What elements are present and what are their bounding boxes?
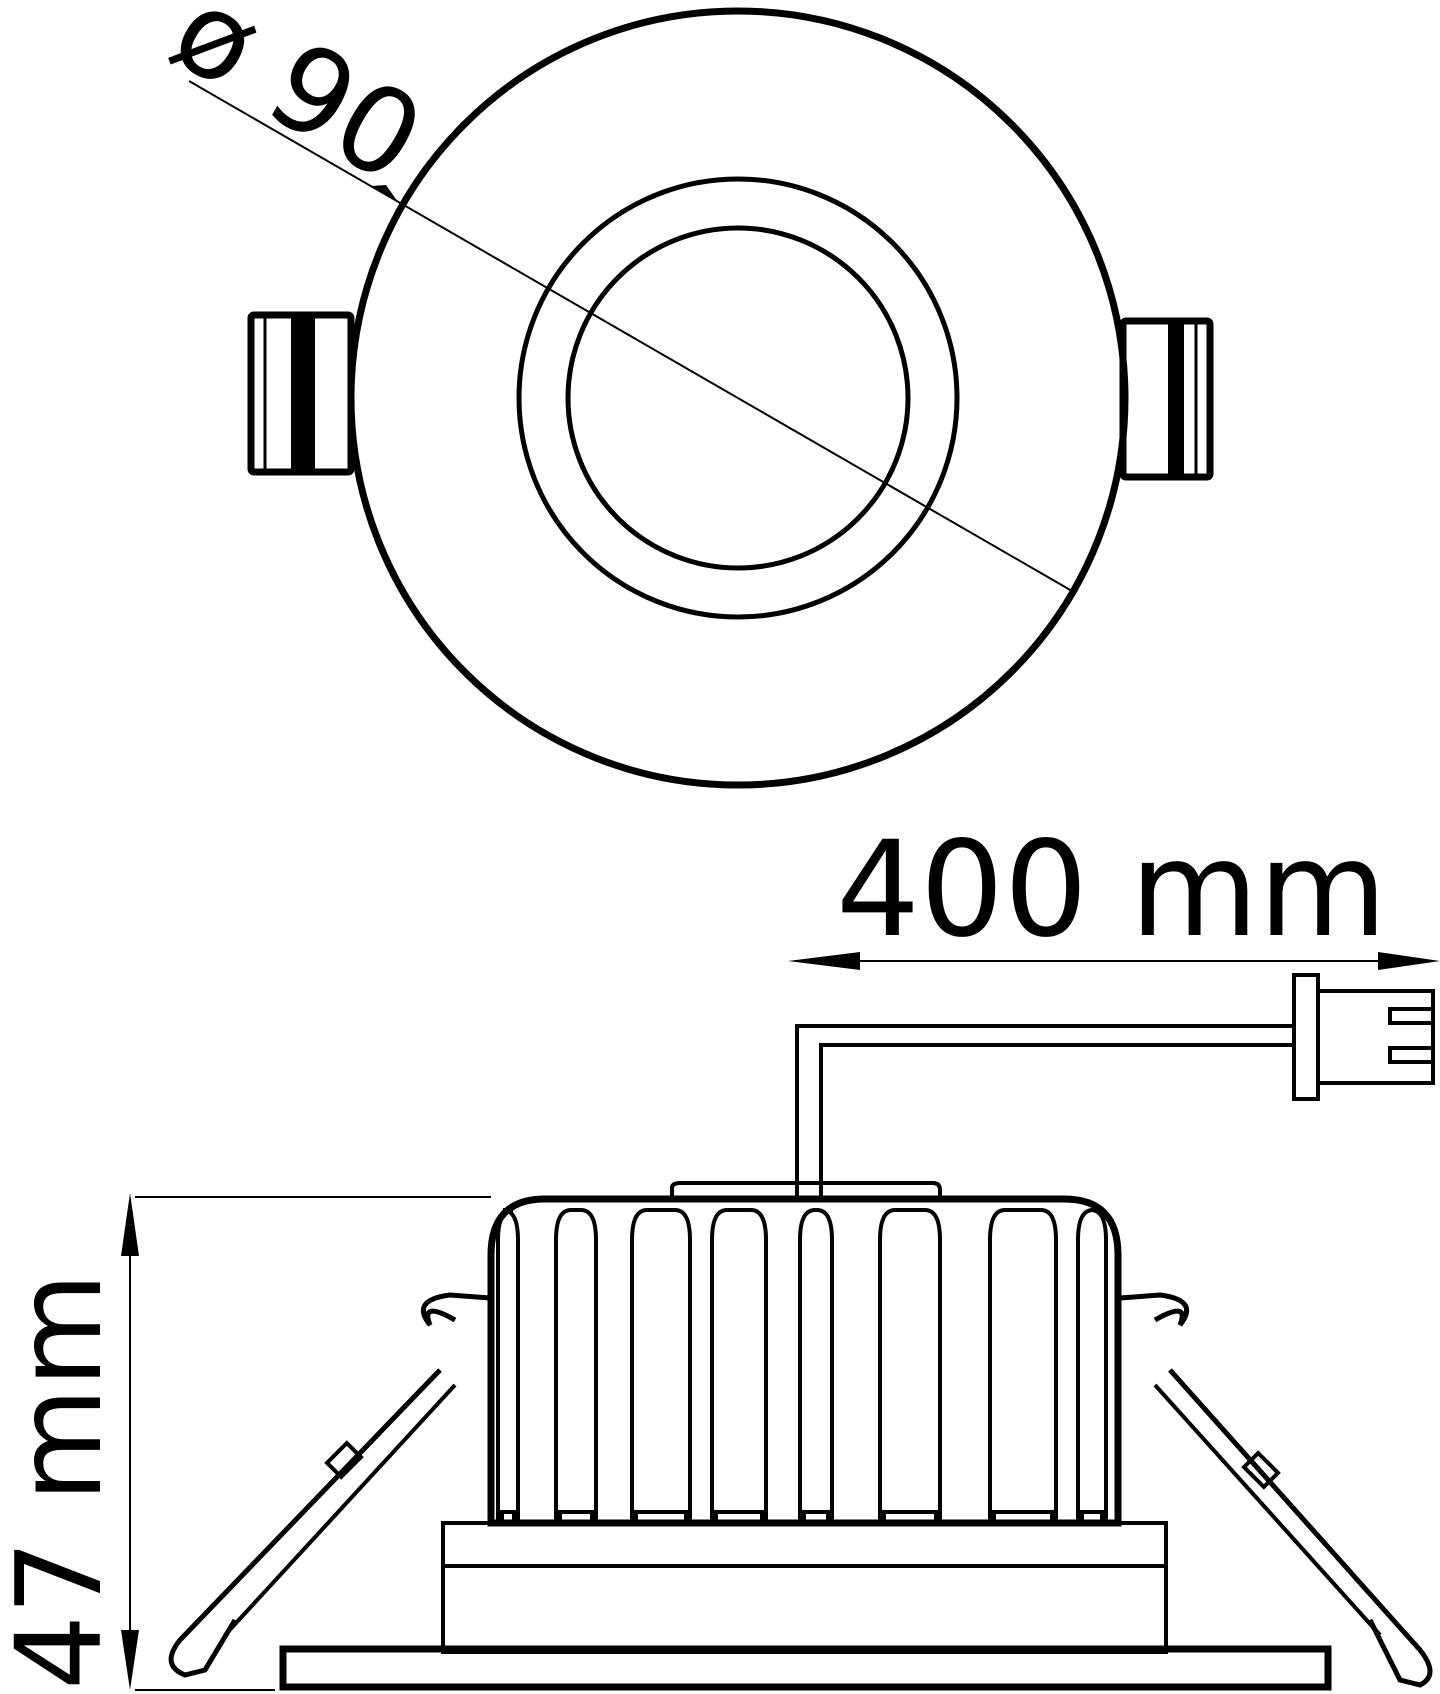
housing-lower bbox=[441, 1521, 1168, 1654]
cable bbox=[795, 1024, 1294, 1197]
right-spring-clip bbox=[1119, 1292, 1433, 1688]
diameter-arrowhead bbox=[372, 185, 398, 202]
heatsink-fin bbox=[710, 1208, 768, 1523]
heatsink-fin bbox=[878, 1208, 942, 1523]
diameter-label: ø 90 bbox=[151, 0, 445, 209]
cable-dimension-arrow-left bbox=[788, 952, 860, 970]
heatsink-fin-foot bbox=[992, 1510, 1054, 1524]
right-clip-tab bbox=[1119, 317, 1214, 481]
top-view: ø 90 bbox=[151, 0, 1214, 789]
heatsink-fin bbox=[496, 1208, 520, 1523]
left-spring-clip bbox=[168, 1292, 491, 1678]
heatsink-fin bbox=[798, 1208, 834, 1523]
inner-lens-circle bbox=[565, 225, 911, 571]
heatsink-fin-foot bbox=[882, 1510, 938, 1524]
height-arrow-top bbox=[121, 1193, 139, 1256]
heatsink-fin-foot bbox=[802, 1510, 830, 1524]
heatsink-fin-foot bbox=[1080, 1510, 1104, 1524]
heatsink-fin bbox=[630, 1208, 692, 1523]
height-arrow-bottom bbox=[121, 1630, 139, 1690]
height-dimension: 47 mm bbox=[0, 1193, 491, 1691]
heatsink-fin-foot bbox=[558, 1510, 594, 1524]
heatsink bbox=[487, 1181, 1122, 1527]
outer-bezel-circle bbox=[347, 7, 1129, 789]
bezel-base-plate bbox=[279, 1645, 1332, 1691]
heatsink-fin bbox=[1076, 1208, 1108, 1523]
diameter-dimension-line bbox=[188, 80, 1073, 592]
heatsink-fin-foot bbox=[634, 1510, 688, 1524]
height-label: 47 mm bbox=[0, 1272, 128, 1690]
side-view: 400 mm bbox=[0, 813, 1440, 1691]
heatsink-fin bbox=[988, 1208, 1058, 1523]
cable-length-label: 400 mm bbox=[836, 813, 1387, 967]
cable-dimension-arrow-right bbox=[1378, 952, 1440, 970]
middle-ring-circle bbox=[516, 176, 960, 620]
heatsink-fin-foot bbox=[500, 1510, 516, 1524]
heatsink-fin bbox=[554, 1208, 598, 1523]
left-clip-tab bbox=[247, 311, 355, 476]
cable-connector bbox=[1292, 973, 1435, 1101]
heatsink-fin-foot bbox=[714, 1510, 764, 1524]
